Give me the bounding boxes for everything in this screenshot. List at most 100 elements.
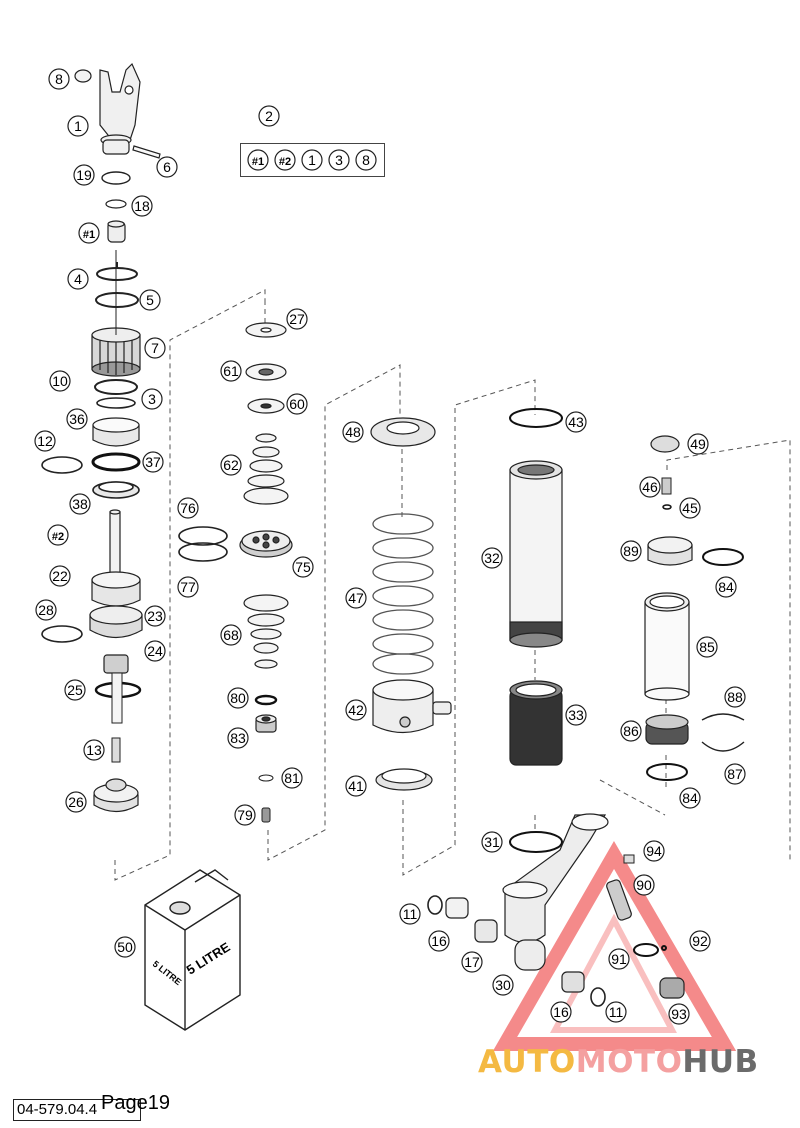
callout-c-36: 36	[66, 408, 88, 430]
part-84-oring-upper	[702, 548, 744, 566]
part-89-reservoir-cap	[647, 536, 693, 566]
callout-label: 91	[611, 951, 627, 967]
callout-label: 30	[495, 977, 511, 993]
part-22-rod-body	[91, 571, 141, 607]
callout-label: 22	[52, 568, 68, 584]
callout-c-91: 91	[608, 948, 630, 970]
callout-c-94: 94	[643, 840, 665, 862]
callout-label: 31	[484, 834, 500, 850]
callout-label: 12	[37, 433, 53, 449]
callout-label: 17	[464, 954, 480, 970]
kit-item-label: 8	[362, 152, 370, 168]
callout-c-3: 3	[141, 388, 163, 410]
part-93-adjuster	[659, 977, 685, 999]
part-50-oil-canister	[144, 869, 241, 1031]
callout-c-87: 87	[724, 763, 746, 785]
callout-c-16b: 16	[550, 1001, 572, 1023]
kit-box	[240, 143, 385, 177]
callout-c-45: 45	[679, 497, 701, 519]
callout-label: 77	[180, 579, 196, 595]
callout-c-89: 89	[620, 540, 642, 562]
callout-c-24: 24	[144, 640, 166, 662]
callout-c-28: 28	[35, 599, 57, 621]
callout-c-43: 43	[565, 411, 587, 433]
callout-label: 90	[636, 877, 652, 893]
callout-c-90: 90	[633, 874, 655, 896]
callout-c-50: 50	[114, 936, 136, 958]
callout-c-33: 33	[565, 704, 587, 726]
kit-item-label: 1	[308, 152, 316, 168]
callout-c-92: 92	[689, 930, 711, 952]
callout-c-46: 46	[639, 476, 661, 498]
part-5-spring-plate	[95, 292, 139, 308]
part-43-circlip	[509, 408, 563, 428]
callout-c-42: 42	[345, 699, 367, 721]
callout-label: 62	[223, 457, 239, 473]
callout-label: 83	[230, 730, 246, 746]
callout-label: 92	[692, 933, 708, 949]
part-3-washer	[96, 397, 136, 409]
part-piston-rod-2	[109, 509, 121, 575]
callout-c-h2: #2	[47, 524, 69, 546]
callout-c-26: 26	[65, 791, 87, 813]
part-88-87-rings	[701, 713, 745, 752]
callout-c-38: 38	[69, 493, 91, 515]
callout-c-7: 7	[144, 337, 166, 359]
part-83-nut	[255, 714, 277, 733]
callout-c-32: 32	[481, 547, 503, 569]
callout-label: 49	[690, 436, 706, 452]
callout-c-48: 48	[342, 421, 364, 443]
part-11-16-17-bushings-left	[427, 895, 498, 943]
callout-label: 84	[682, 790, 698, 806]
callout-c-84b: 84	[679, 787, 701, 809]
callout-c-76: 76	[177, 497, 199, 519]
part-48-spring-retainer	[370, 417, 436, 447]
callout-label: 75	[295, 559, 311, 575]
callout-label: 86	[623, 723, 639, 739]
callout-label: 48	[345, 424, 361, 440]
watermark-triangle	[492, 841, 737, 1051]
part-12-oring	[41, 456, 83, 474]
part-86-piston	[645, 714, 689, 745]
part-18-oring	[105, 199, 127, 209]
callout-label: 11	[403, 906, 418, 922]
callout-label: 37	[145, 454, 161, 470]
callout-label: 60	[289, 396, 305, 412]
part-8-nut	[74, 69, 92, 83]
callout-c-11a: 11	[399, 903, 421, 925]
callout-c-85: 85	[696, 636, 718, 658]
callout-c-41: 41	[345, 775, 367, 797]
callout-label: 47	[348, 590, 364, 606]
callout-label: 13	[86, 742, 102, 758]
callout-c-61: 61	[220, 360, 242, 382]
callout-c-80: 80	[227, 687, 249, 709]
kit-item: #1	[247, 149, 269, 171]
callout-label: 81	[284, 770, 300, 786]
callout-c-60: 60	[286, 393, 308, 415]
callout-c-16a: 16	[428, 930, 450, 952]
callout-label: 76	[180, 500, 196, 516]
callout-c-79: 79	[234, 804, 256, 826]
callout-label: 87	[727, 766, 743, 782]
part-79-screw	[261, 807, 271, 823]
shim-stack-lower	[243, 594, 289, 669]
callout-c-22: 22	[49, 565, 71, 587]
callout-c-13: 13	[83, 739, 105, 761]
callout-label: 94	[646, 843, 662, 859]
callout-label: 25	[67, 682, 83, 698]
callout-c-49: 49	[687, 433, 709, 455]
callout-c-62: 62	[220, 454, 242, 476]
callout-c-5: 5	[139, 289, 161, 311]
part-90-valve	[606, 879, 632, 921]
part-7-preload-nut	[91, 327, 141, 377]
part-45-oring	[662, 504, 672, 510]
callout-c-30: 30	[492, 974, 514, 996]
part-84-oring-lower	[646, 763, 688, 781]
callout-c-84a: 84	[715, 576, 737, 598]
part-37-seal	[91, 452, 141, 472]
callout-label: 43	[568, 414, 584, 430]
callout-c-23: 23	[144, 605, 166, 627]
brand-part-hub: HUB	[682, 1044, 759, 1080]
